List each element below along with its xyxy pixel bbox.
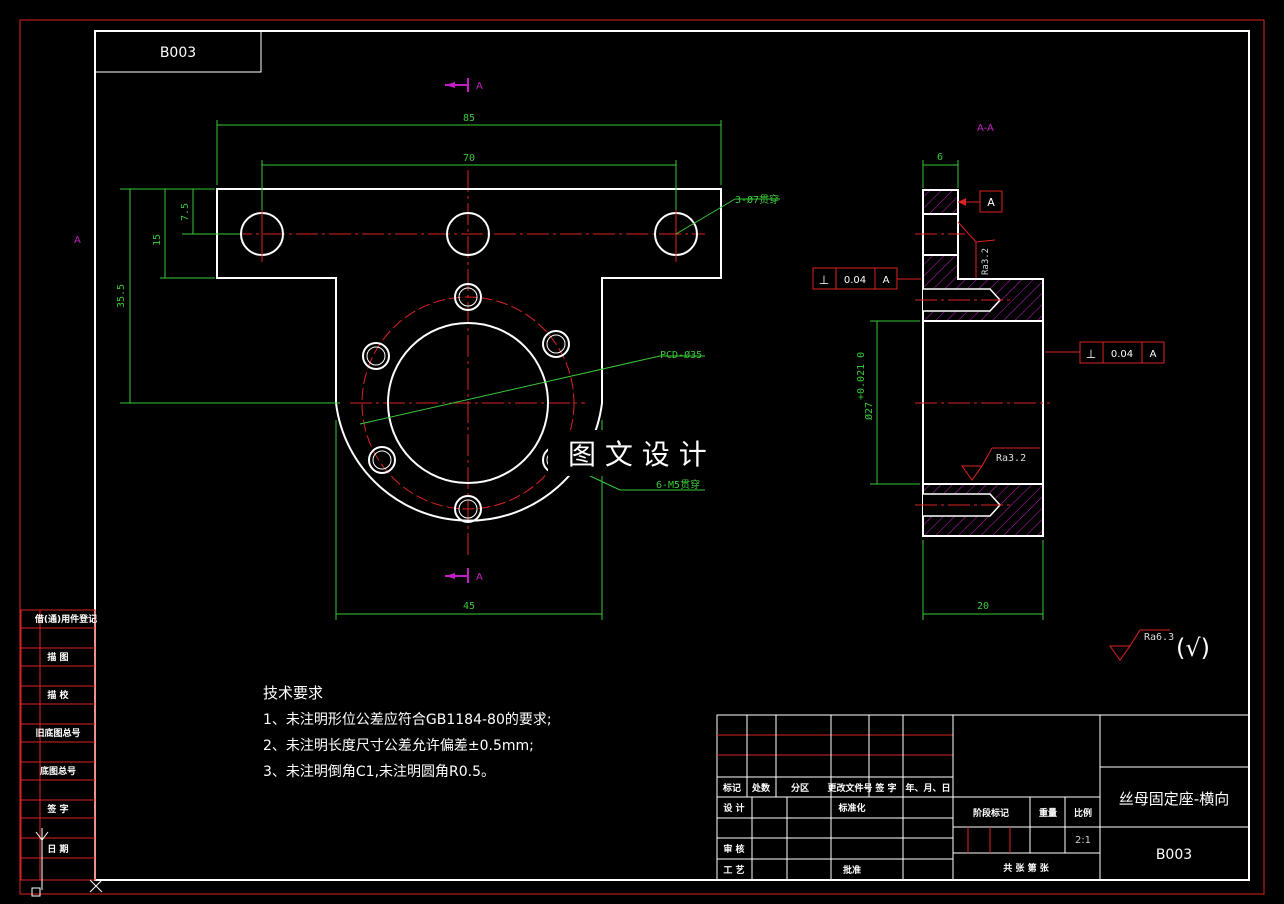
inner-frame: [94, 30, 1250, 881]
dim-bottom-width: 45: [463, 601, 475, 612]
svg-text:描 图: 描 图: [47, 651, 68, 663]
section-marker-top: A: [445, 78, 483, 92]
tolerance-frame-2: ⊥ 0.04 A: [1045, 341, 1165, 364]
svg-text:丝母固定座-横向: 丝母固定座-横向: [1119, 790, 1229, 808]
roughness-lower: Ra3.2: [961, 447, 1040, 481]
front-dimension-lines: [120, 120, 780, 620]
svg-text:旧底图总号: 旧底图总号: [35, 727, 80, 739]
svg-text:标记: 标记: [722, 782, 741, 794]
svg-text:处数: 处数: [751, 782, 771, 794]
general-roughness: Ra6.3 (√): [1109, 629, 1210, 662]
svg-text:A: A: [1150, 349, 1157, 360]
code-box-text: B003: [160, 45, 196, 61]
mount-hole-2: [446, 212, 490, 256]
svg-text:A: A: [476, 572, 483, 583]
outer-frame: [19, 19, 1265, 895]
tech-req-line-2: 2、未注明长度尺寸公差允许偏差±0.5mm;: [263, 738, 534, 754]
svg-text:签 字: 签 字: [874, 782, 896, 794]
svg-text:设 计: 设 计: [723, 802, 744, 814]
svg-text:借(通)用件登记: 借(通)用件登记: [34, 613, 97, 625]
tech-requirements: 技术要求 1、未注明形位公差应符合GB1184-80的要求; 2、未注明长度尺寸…: [263, 684, 552, 780]
watermark: 图 文 设 计: [568, 438, 707, 471]
svg-text:⊥: ⊥: [819, 273, 829, 287]
note-holes: 3-Ø7贯穿: [735, 193, 779, 206]
tech-req-line-3: 3、未注明倒角C1,未注明圆角R0.5。: [263, 764, 495, 780]
svg-text:更改文件号: 更改文件号: [827, 782, 872, 794]
svg-text:B003: B003: [1156, 847, 1192, 863]
svg-text:签 字: 签 字: [46, 803, 68, 815]
front-view: A A 85 70 45 1: [116, 78, 780, 620]
svg-text:Ra3.2: Ra3.2: [981, 248, 991, 275]
side-dimension-lines: [870, 160, 1044, 620]
note-pcd: PCD-Ø35: [660, 349, 702, 361]
svg-text:Ra6.3: Ra6.3: [1144, 632, 1174, 643]
dim-height-7-5: 7.5: [180, 203, 191, 221]
svg-text:标准化: 标准化: [837, 802, 865, 814]
svg-text:工 艺: 工 艺: [723, 864, 744, 876]
svg-text:审 核: 审 核: [723, 843, 744, 855]
hatch-2: [923, 255, 958, 279]
code-box: [94, 30, 262, 73]
dim-side-bottom: 20: [977, 601, 989, 612]
section-title: A-A: [977, 123, 994, 134]
hatch-1: [923, 190, 958, 214]
svg-text:0.04: 0.04: [844, 275, 866, 286]
pcd-circle: [361, 296, 575, 510]
dim-bore: Ø27: [863, 402, 875, 420]
svg-text:比例: 比例: [1074, 807, 1092, 819]
note-tapped: 6-M5贯穿: [656, 478, 700, 491]
tolerance-frame-1: ⊥ 0.04 A: [812, 267, 921, 290]
svg-text:A: A: [883, 275, 890, 286]
svg-text:2:1: 2:1: [1075, 835, 1091, 846]
title-block: 标记 处数 分区 更改文件号 签 字 年、月、日 设 计 标准化 审 核 工 艺…: [716, 714, 1250, 881]
left-strip: 借(通)用件登记 描 图 描 校 旧底图总号 底图总号 签 字 日 期: [20, 609, 103, 897]
side-view: A-A 6 20 Ø27 +0.021 0: [812, 123, 1165, 620]
datum-a: A: [958, 190, 1003, 213]
svg-text:描 校: 描 校: [47, 689, 69, 701]
svg-text:A: A: [987, 196, 995, 209]
svg-text:Ra3.2: Ra3.2: [996, 453, 1026, 464]
dim-hole-spacing: 70: [463, 153, 475, 164]
dim-side-top: 6: [937, 152, 943, 163]
dim-height-15: 15: [152, 234, 163, 246]
svg-text:日 期: 日 期: [47, 843, 68, 855]
svg-text:阶段标记: 阶段标记: [973, 807, 1009, 819]
svg-text:分区: 分区: [791, 782, 809, 794]
svg-text:⊥: ⊥: [1086, 347, 1096, 361]
dim-height-35-5: 35.5: [116, 284, 127, 308]
svg-text:(√): (√): [1176, 634, 1210, 662]
roughness-top: Ra3.2: [957, 221, 996, 278]
dim-total-width: 85: [463, 113, 475, 124]
section-marker-bottom: A: [445, 568, 483, 583]
left-margin-marker: A: [74, 235, 81, 246]
side-outline: [922, 189, 1044, 537]
svg-text:共 张 第 张: 共 张 第 张: [1003, 862, 1049, 874]
svg-text:底图总号: 底图总号: [40, 765, 76, 777]
svg-text:0.04: 0.04: [1111, 349, 1133, 360]
dim-bore-tol: +0.021 0: [856, 352, 867, 400]
svg-text:重量: 重量: [1039, 807, 1057, 819]
svg-text:年、月、日: 年、月、日: [905, 782, 950, 794]
bore-circle: [387, 322, 549, 484]
tech-req-line-1: 1、未注明形位公差应符合GB1184-80的要求;: [263, 711, 552, 728]
tech-req-title: 技术要求: [263, 684, 323, 702]
svg-text:批准: 批准: [843, 864, 861, 876]
svg-text:A: A: [476, 81, 483, 92]
watermark-bg: [548, 430, 738, 476]
